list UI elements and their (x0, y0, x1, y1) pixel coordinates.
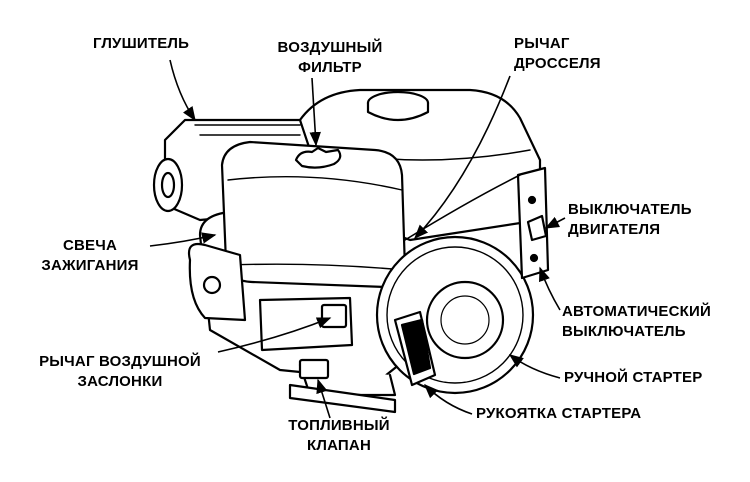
label-air-filter: ВОЗДУШНЫЙ ФИЛЬТР (270, 38, 390, 78)
label-engine-switch-line1: ВЫКЛЮЧАТЕЛЬ (568, 201, 692, 218)
label-choke-lever-line2: ЗАСЛОНКИ (77, 373, 163, 390)
label-auto-breaker: АВТОМАТИЧЕСКИЙ ВЫКЛЮЧАТЕЛЬ (562, 302, 711, 342)
base-plate (288, 383, 397, 414)
label-engine-switch-line2: ДВИГАТЕЛЯ (568, 221, 661, 238)
fuel-valve-part (298, 358, 330, 380)
label-fuel-valve-line1: ТОПЛИВНЫЙ (288, 417, 390, 434)
label-spark-plug-line2: ЗАЖИГАНИЯ (41, 257, 139, 274)
label-engine-switch: ВЫКЛЮЧАТЕЛЬ ДВИГАТЕЛЯ (568, 200, 692, 240)
label-spark-plug: СВЕЧА ЗАЖИГАНИЯ (30, 236, 150, 276)
label-recoil-starter-line1: РУЧНОЙ СТАРТЕР (564, 369, 703, 386)
label-throttle-lever: РЫЧАГ ДРОССЕЛЯ (514, 34, 601, 74)
leader-fuel-valve (316, 378, 331, 419)
leader-auto-breaker (539, 266, 561, 311)
starter-center-hub (425, 280, 505, 360)
label-auto-breaker-line1: АВТОМАТИЧЕСКИЙ (562, 303, 711, 320)
engine-switch-knob (526, 214, 548, 242)
label-fuel-valve-line2: КЛАПАН (307, 437, 371, 454)
label-recoil-starter: РУЧНОЙ СТАРТЕР (564, 368, 702, 388)
leader-engine-switch (544, 216, 566, 229)
leader-choke (217, 317, 332, 353)
leader-muffler (169, 59, 196, 122)
label-muffler: ГЛУШИТЕЛЬ (93, 34, 189, 54)
choke-lever-part (320, 303, 348, 329)
label-spark-plug-line1: СВЕЧА (62, 237, 118, 254)
label-fuel-valve: ТОПЛИВНЫЙ КЛАПАН (284, 416, 394, 456)
label-throttle-lever-line2: ДРОССЕЛЯ (514, 55, 601, 72)
label-starter-grip: РУКОЯТКА СТАРТЕРА (476, 404, 641, 424)
label-muffler-line1: ГЛУШИТЕЛЬ (93, 35, 190, 52)
label-choke-lever: РЫЧАГ ВОЗДУШНОЙ ЗАСЛОНКИ (30, 352, 210, 392)
label-air-filter-line1: ВОЗДУШНЫЙ (277, 39, 383, 56)
wing-nut (294, 146, 342, 169)
label-starter-grip-line1: РУКОЯТКА СТАРТЕРА (476, 405, 642, 422)
leader-air-filter (309, 77, 321, 147)
label-throttle-lever-line1: РЫЧАГ (514, 35, 570, 52)
leader-starter-grip (423, 383, 473, 415)
leader-recoil (508, 354, 561, 379)
label-choke-lever-line1: РЫЧАГ ВОЗДУШНОЙ (39, 353, 201, 370)
leader-throttle (414, 75, 511, 240)
label-air-filter-line2: ФИЛЬТР (298, 59, 362, 76)
leader-spark-plug (149, 232, 217, 247)
label-auto-breaker-line2: ВЫКЛЮЧАТЕЛЬ (562, 323, 686, 340)
